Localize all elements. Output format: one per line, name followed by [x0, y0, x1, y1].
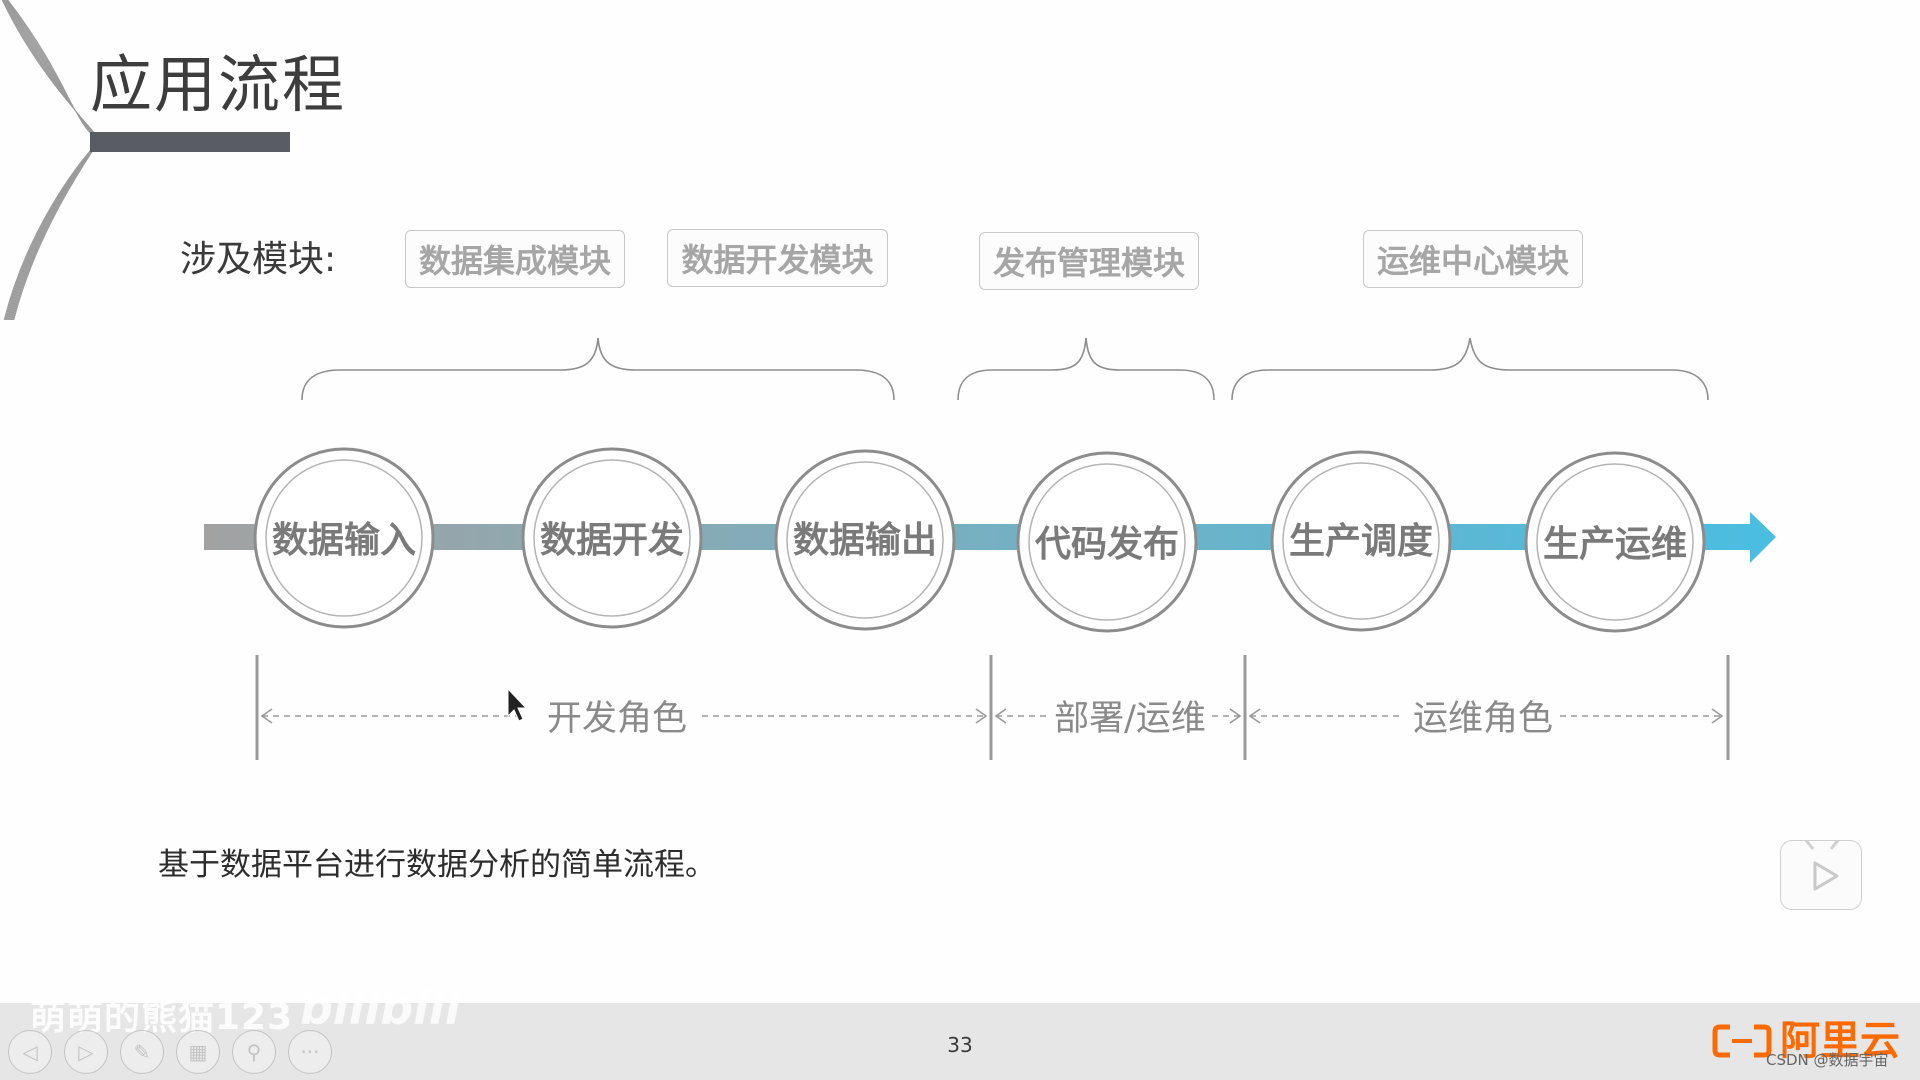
modules-label: 涉及模块: [180, 239, 337, 280]
module-tag-release: 发布管理模块 [979, 232, 1199, 290]
role-span-arrowheads [260, 708, 1724, 724]
module-tag-operations: 运维中心模块 [1363, 230, 1583, 288]
pen-icon: ✎ [133, 1040, 151, 1064]
cursor-icon [507, 687, 528, 722]
prev-slide-button[interactable]: ◁ [8, 1030, 52, 1074]
grid-icon: ▦ [188, 1040, 208, 1064]
step-label: 代码发布 [1034, 524, 1179, 565]
slide-title: 应用流程 [90, 48, 347, 121]
slideshow-controls: ◁ ▷ ✎ ▦ ⚲ ··· [8, 1030, 332, 1074]
more-icon: ··· [300, 1040, 320, 1064]
step-code-release: 代码发布 [1016, 451, 1198, 633]
role-label-deployment: 部署/运维 [1054, 699, 1206, 739]
aliyun-logo-icon [1712, 1024, 1772, 1058]
brace-release [957, 337, 1215, 401]
step-label: 数据输出 [793, 520, 937, 561]
brace-development [301, 337, 895, 401]
step-label: 数据输入 [272, 520, 416, 561]
next-slide-button[interactable]: ▷ [64, 1030, 108, 1074]
step-label: 数据开发 [540, 520, 684, 561]
next-icon: ▷ [78, 1040, 94, 1064]
step-production-operations: 生产运维 [1524, 451, 1706, 633]
module-tag-integration: 数据集成模块 [405, 230, 625, 288]
brace-operations [1231, 337, 1709, 401]
more-options-button[interactable]: ··· [288, 1030, 332, 1074]
zoom-icon: ⚲ [246, 1040, 262, 1064]
step-label: 生产调度 [1289, 521, 1433, 562]
role-label-development: 开发角色 [547, 699, 687, 739]
brand-name: 阿里云 [1780, 1018, 1900, 1064]
pen-tool-button[interactable]: ✎ [120, 1030, 164, 1074]
step-data-input: 数据输入 [253, 447, 435, 629]
slide-grid-button[interactable]: ▦ [176, 1030, 220, 1074]
role-label-operations: 运维角色 [1413, 699, 1553, 739]
flow-arrow-shaft [204, 524, 1752, 550]
watermark-bilibili-logo: bilibili [300, 981, 461, 1035]
step-production-scheduling: 生产调度 [1270, 450, 1452, 632]
step-data-output: 数据输出 [774, 449, 956, 631]
slide-description: 基于数据平台进行数据分析的简单流程。 [158, 847, 716, 883]
aliyun-brand: 阿里云 [1712, 1016, 1900, 1066]
flow-arrow-head [1750, 512, 1776, 563]
module-tag-development: 数据开发模块 [667, 229, 888, 287]
play-badge[interactable] [1780, 838, 1862, 910]
csdn-watermark: CSDN @数据宇宙 [1766, 1051, 1889, 1069]
step-label: 生产运维 [1543, 524, 1687, 565]
title-underline [90, 132, 290, 152]
step-data-development: 数据开发 [521, 447, 703, 629]
play-icon [1803, 838, 1841, 891]
page-number: 33 [947, 1033, 973, 1057]
prev-icon: ◁ [22, 1040, 38, 1064]
zoom-button[interactable]: ⚲ [232, 1030, 276, 1074]
